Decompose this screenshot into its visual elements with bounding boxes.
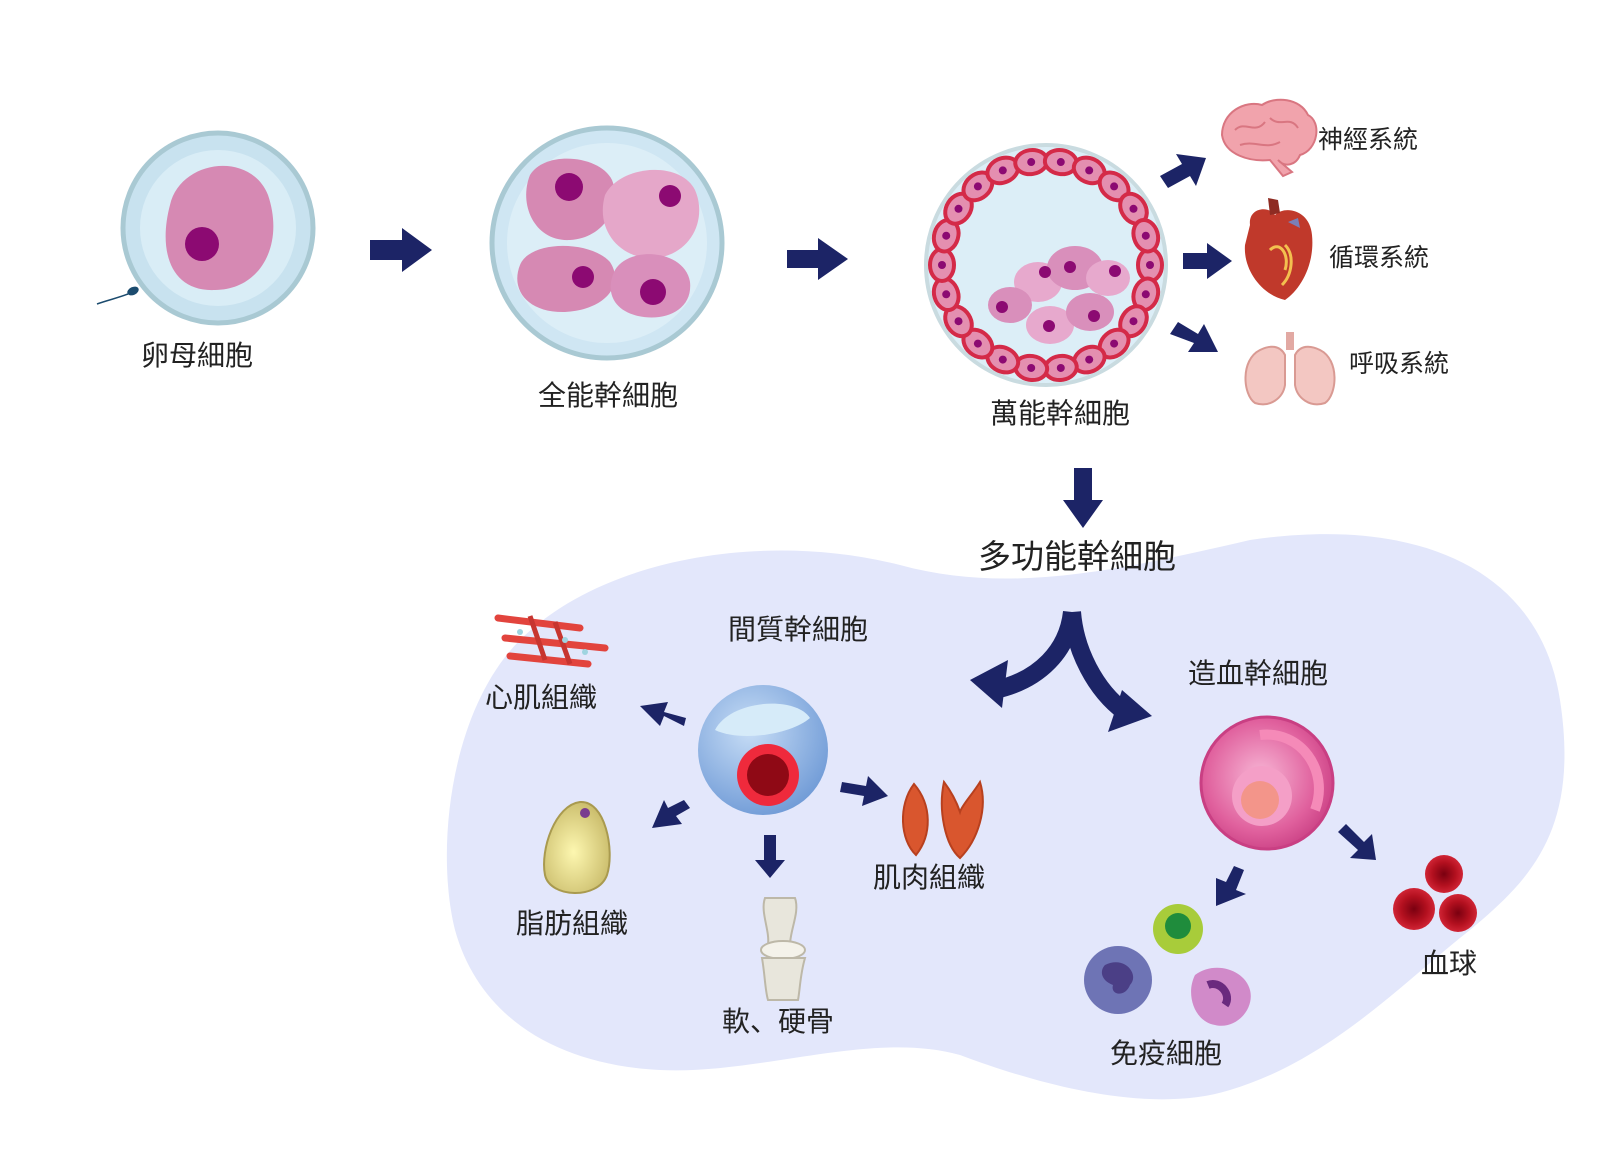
blastocyst-nucleus	[954, 204, 963, 213]
red-blood-cells-icon	[1393, 855, 1477, 932]
blastocyst-nucleus	[1085, 355, 1094, 364]
label-mesenchymal: 間質幹細胞	[728, 613, 869, 646]
label-respiratory: 呼吸系統	[1349, 349, 1450, 378]
split-arrow	[970, 610, 1152, 732]
bone-icon	[760, 897, 807, 1001]
blastocyst-nucleus	[1056, 158, 1065, 167]
blastocyst-nucleus	[1110, 182, 1119, 191]
blastocyst-nucleus	[998, 355, 1007, 364]
arrow-to-muscle	[840, 776, 888, 806]
blastocyst-nucleus	[954, 317, 963, 326]
label-adipose: 脂肪組織	[516, 907, 629, 940]
immune-cells-icon	[1084, 904, 1251, 1026]
label-cartilage-bone: 軟、硬骨	[722, 1005, 835, 1038]
arrow-to-circulatory	[1183, 243, 1232, 279]
brain-icon	[1220, 98, 1318, 178]
pluripotent-cell	[924, 143, 1168, 387]
blastocyst-nucleus	[1129, 204, 1138, 213]
lungs-icon	[1244, 332, 1336, 406]
arrow-to-blood	[1338, 824, 1376, 860]
arrow-to-cardiac	[640, 702, 686, 726]
sperm-icon	[96, 286, 139, 305]
muscle-icon	[902, 779, 984, 860]
label-pluripotent: 萬能幹細胞	[990, 397, 1131, 430]
multipotent-region	[446, 534, 1565, 1100]
blastocyst-nucleus	[1110, 339, 1119, 348]
heart-icon	[1244, 198, 1313, 300]
label-totipotent: 全能幹細胞	[538, 379, 679, 412]
blastocyst-nucleus	[1141, 231, 1150, 240]
arrow-to-multipotent	[1063, 468, 1103, 528]
cardiac-muscle-icon	[494, 614, 609, 668]
blastocyst-nucleus	[1141, 290, 1150, 299]
blastocyst-nucleus	[942, 290, 951, 299]
label-cardiac-muscle: 心肌組織	[485, 681, 598, 714]
arrow-to-bone	[755, 835, 785, 878]
totipotent-cell	[489, 125, 725, 361]
label-nervous: 神經系統	[1318, 125, 1419, 154]
blastocyst-nucleus	[1129, 317, 1138, 326]
label-hematopoietic: 造血幹細胞	[1188, 657, 1329, 690]
label-muscle: 肌肉組織	[873, 861, 986, 894]
arrow-to-nervous	[1160, 154, 1206, 188]
label-immune: 免疫細胞	[1110, 1037, 1223, 1070]
blastocyst-nucleus	[1027, 363, 1036, 372]
blastocyst-nucleus	[973, 339, 982, 348]
arrow-totipotent-to-pluripotent	[787, 238, 848, 280]
hematopoietic-cell	[1199, 715, 1335, 851]
oocyte-cell	[120, 130, 316, 326]
blastocyst-nucleus	[1146, 261, 1154, 269]
arrow-oocyte-to-totipotent	[370, 228, 432, 272]
arrow-to-immune	[1216, 866, 1246, 906]
label-oocyte: 卵母細胞	[141, 339, 254, 372]
adipose-icon	[543, 800, 611, 894]
blastocyst-nucleus	[1056, 363, 1065, 372]
blastocyst-nucleus	[942, 231, 951, 240]
blastocyst-nucleus	[973, 182, 982, 191]
blastocyst-nucleus	[1027, 158, 1036, 167]
arrow-to-adipose	[652, 800, 690, 828]
mesenchymal-cell	[698, 685, 828, 815]
blastocyst-nucleus	[998, 166, 1007, 175]
label-blood: 血球	[1421, 947, 1478, 980]
blastocyst-nucleus	[938, 261, 946, 269]
arrow-to-respiratory	[1170, 322, 1218, 352]
blastocyst-nucleus	[1085, 166, 1094, 175]
label-multipotent: 多功能幹細胞	[978, 537, 1176, 576]
label-circulatory: 循環系統	[1329, 243, 1430, 272]
